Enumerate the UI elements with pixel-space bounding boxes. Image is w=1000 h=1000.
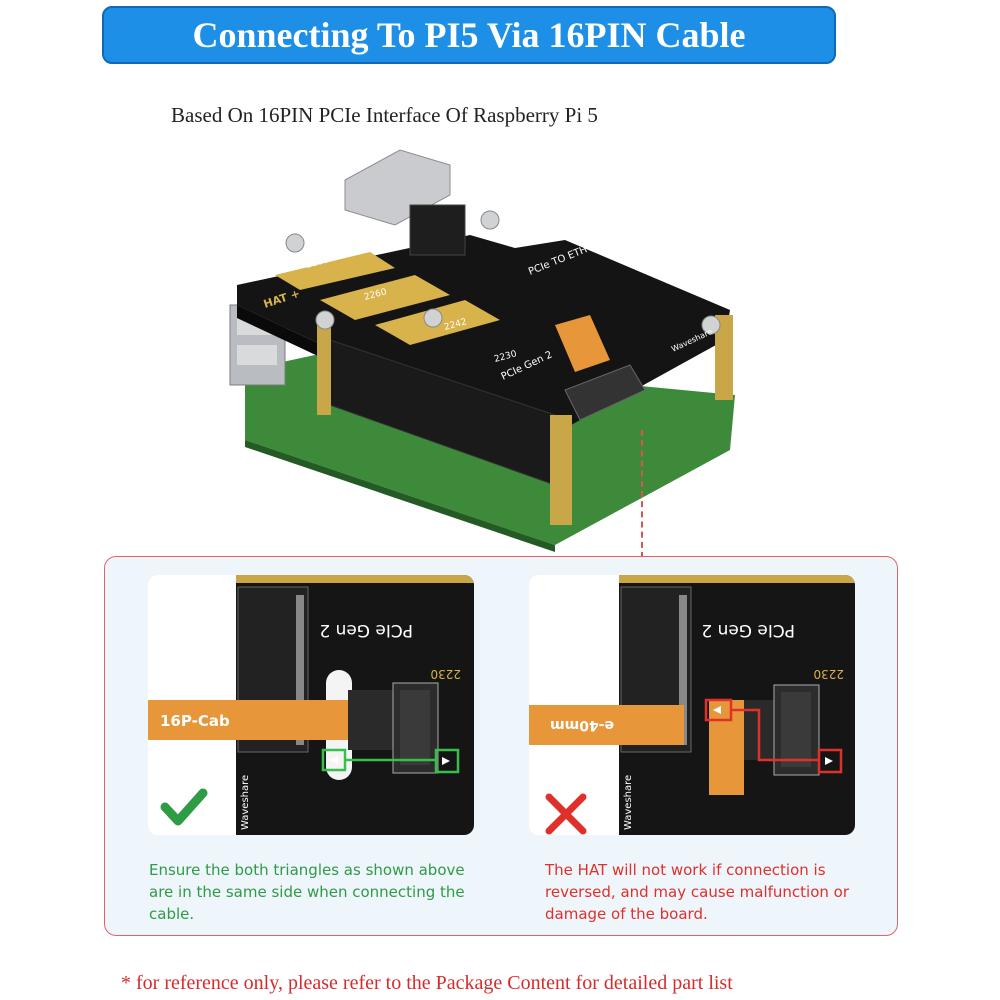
page-title: Connecting To PI5 Via 16PIN Cable <box>192 15 746 55</box>
incorrect-connection-image: e-40mm PCIe Gen 2 2230 Waveshare <box>529 575 855 835</box>
comparison-panel: 16P-Cab PCIe Gen 2 2230 Waveshare e-40mm <box>104 556 898 936</box>
size-label: 2230 <box>813 667 844 681</box>
brand-label: Waveshare <box>623 775 634 830</box>
correct-caption: Ensure the both triangles as shown above… <box>149 861 465 923</box>
size-label: 2230 <box>430 667 461 681</box>
check-icon <box>160 788 208 826</box>
cable-label: e-40mm <box>550 717 614 733</box>
incorrect-connection-card: e-40mm PCIe Gen 2 2230 Waveshare <box>529 575 855 835</box>
product-illustration: HAT + PCIe TO ETH M.2 HAT+ PCIe Gen 2 22… <box>229 149 735 552</box>
footnote: * for reference only, please refer to th… <box>121 972 733 994</box>
brand-label: Waveshare <box>240 775 251 830</box>
gen-label: PCIe Gen 2 <box>319 620 413 640</box>
correct-connection-image: 16P-Cab PCIe Gen 2 2230 Waveshare <box>148 575 474 835</box>
correct-connection-card: 16P-Cab PCIe Gen 2 2230 Waveshare <box>148 575 474 835</box>
incorrect-caption: The HAT will not work if connection is r… <box>545 861 849 923</box>
gen-label: PCIe Gen 2 <box>701 620 795 640</box>
cable-label: 16P-Cab <box>160 712 230 730</box>
cross-icon <box>545 793 587 835</box>
title-banner: Connecting To PI5 Via 16PIN Cable <box>102 6 836 64</box>
guide-dashed-line <box>641 430 643 558</box>
page-subtitle: Based On 16PIN PCIe Interface Of Raspber… <box>171 103 598 127</box>
